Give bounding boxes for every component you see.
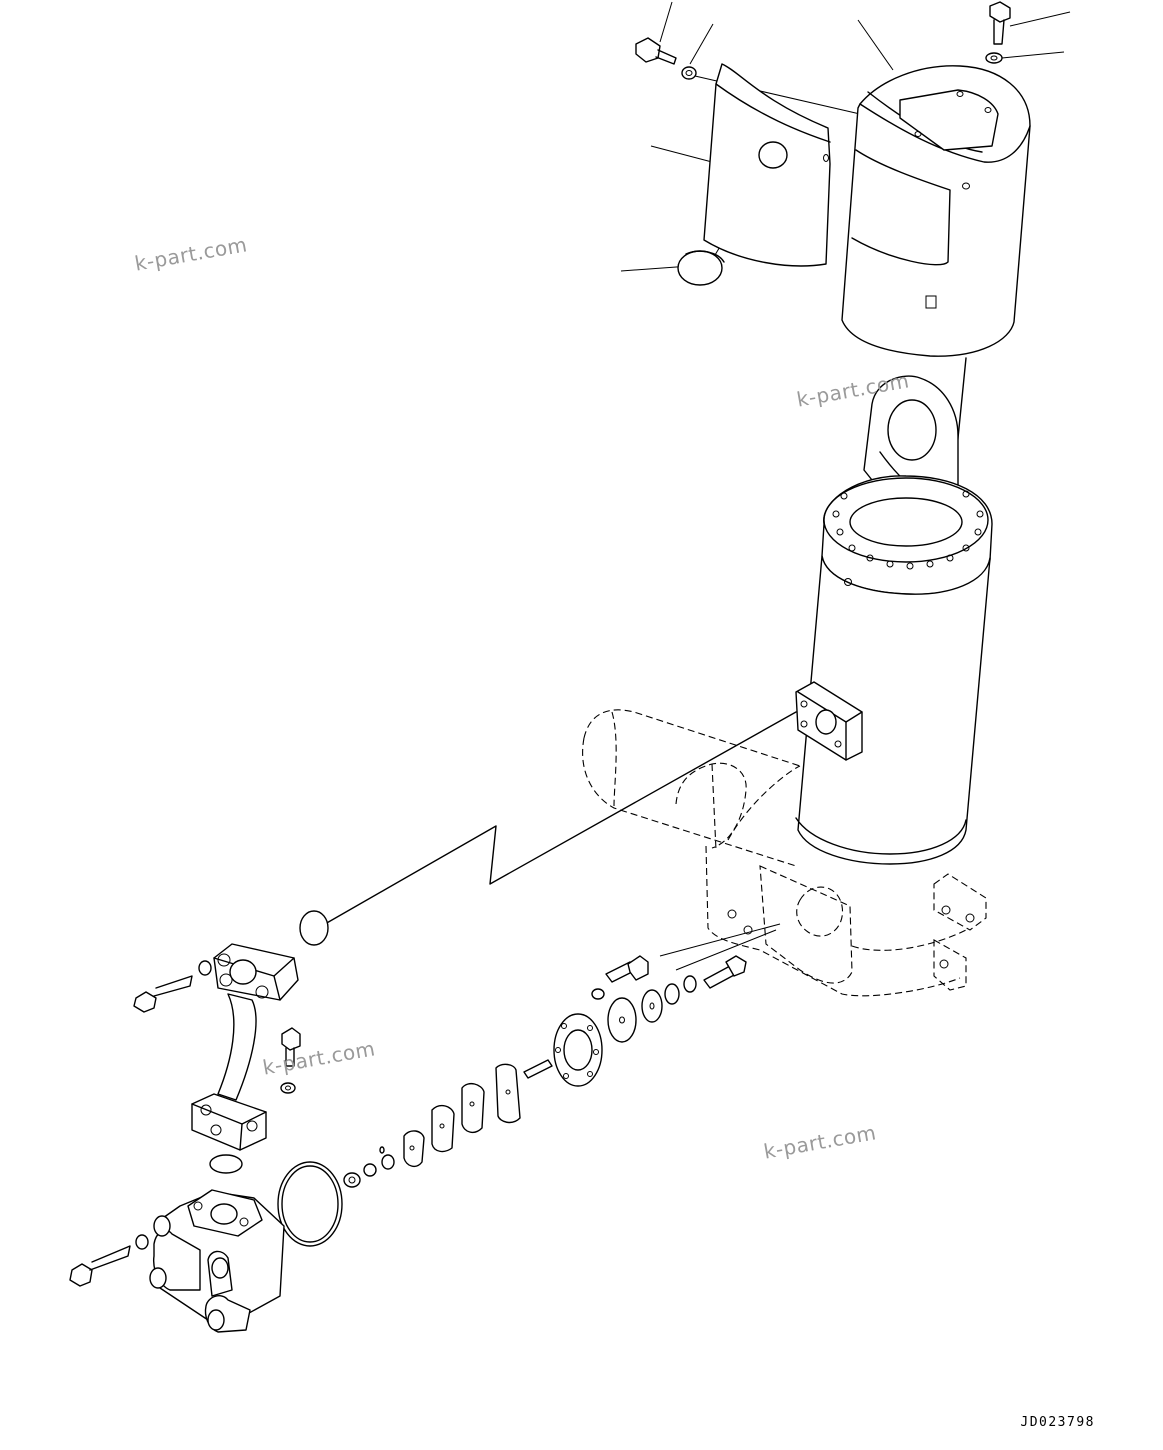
o-ring [299, 910, 329, 946]
pipe-elbow [191, 943, 299, 1151]
flange-bolt-holes [832, 490, 984, 570]
valve-disc-flange [553, 1013, 603, 1087]
valve-block-bolt [69, 1234, 149, 1287]
washer-top-right [985, 52, 1003, 64]
assembly-path-line [317, 711, 797, 929]
bolt-top-left [635, 37, 677, 65]
valve-bolt-upper [591, 955, 649, 1000]
leader-lines [620, 1, 1071, 272]
cylinder-flange [821, 475, 993, 595]
elbow-bolt-small [280, 1027, 301, 1094]
cylindrical-cover [841, 65, 1031, 357]
valve-washers [343, 1146, 395, 1188]
cylinder-body [795, 555, 991, 865]
elbow-bolt-upper [133, 960, 212, 1013]
o-ring-small [209, 1154, 243, 1174]
valve-seal-discs [607, 975, 697, 1043]
valve-block [149, 1189, 285, 1333]
seal-path-line [659, 923, 781, 957]
rubber-plug [677, 250, 725, 286]
o-ring-large [277, 1161, 343, 1247]
bolt-top-right [989, 1, 1011, 45]
half-cover [703, 63, 831, 267]
pipe-port-boss [795, 681, 863, 761]
valve-pin [523, 1059, 553, 1079]
valve-bolt-right [703, 955, 747, 989]
drawing-number: JD023798 [1020, 1415, 1095, 1430]
valve-plates [403, 1063, 521, 1168]
axle-reference-dashed [582, 709, 987, 997]
washer-top-left [681, 66, 697, 80]
bolt-path-line [675, 929, 777, 971]
